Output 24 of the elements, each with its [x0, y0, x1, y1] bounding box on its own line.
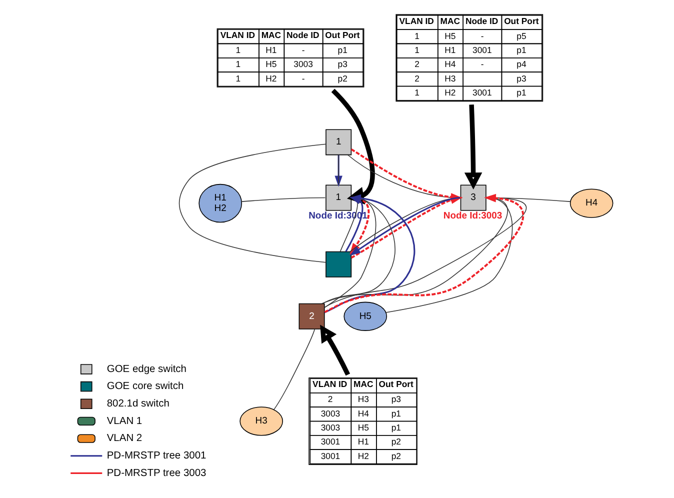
connector — [386, 197, 513, 313]
legend-label: GOE edge switch — [106, 364, 187, 375]
node-ellipse: H4 — [570, 188, 614, 218]
node-box: 2 — [298, 303, 325, 330]
arrow — [464, 104, 482, 190]
connector — [273, 328, 316, 410]
legend-label: PD-MRSTP tree 3003 — [106, 468, 206, 479]
node-box: 1 — [326, 129, 352, 156]
connector — [241, 197, 326, 202]
node-label: Node Id:3003 — [443, 210, 502, 222]
node-box — [326, 251, 352, 278]
arrow — [334, 154, 342, 187]
connector — [178, 144, 326, 263]
arrow — [320, 324, 350, 376]
node-ellipse: H5 — [344, 302, 388, 331]
connector — [338, 154, 339, 185]
legend-label: 802.1d switch — [106, 398, 170, 410]
legend-label: VLAN 2 — [106, 433, 142, 444]
legend-label: VLAN 1 — [106, 416, 142, 427]
legend-label: PD-MRSTP tree 3001 — [106, 450, 206, 462]
node-ellipse: H1 H2 — [198, 184, 242, 223]
arrow — [324, 194, 416, 314]
legend-label: GOE core switch — [106, 381, 184, 392]
node-ellipse: H3 — [240, 406, 284, 436]
